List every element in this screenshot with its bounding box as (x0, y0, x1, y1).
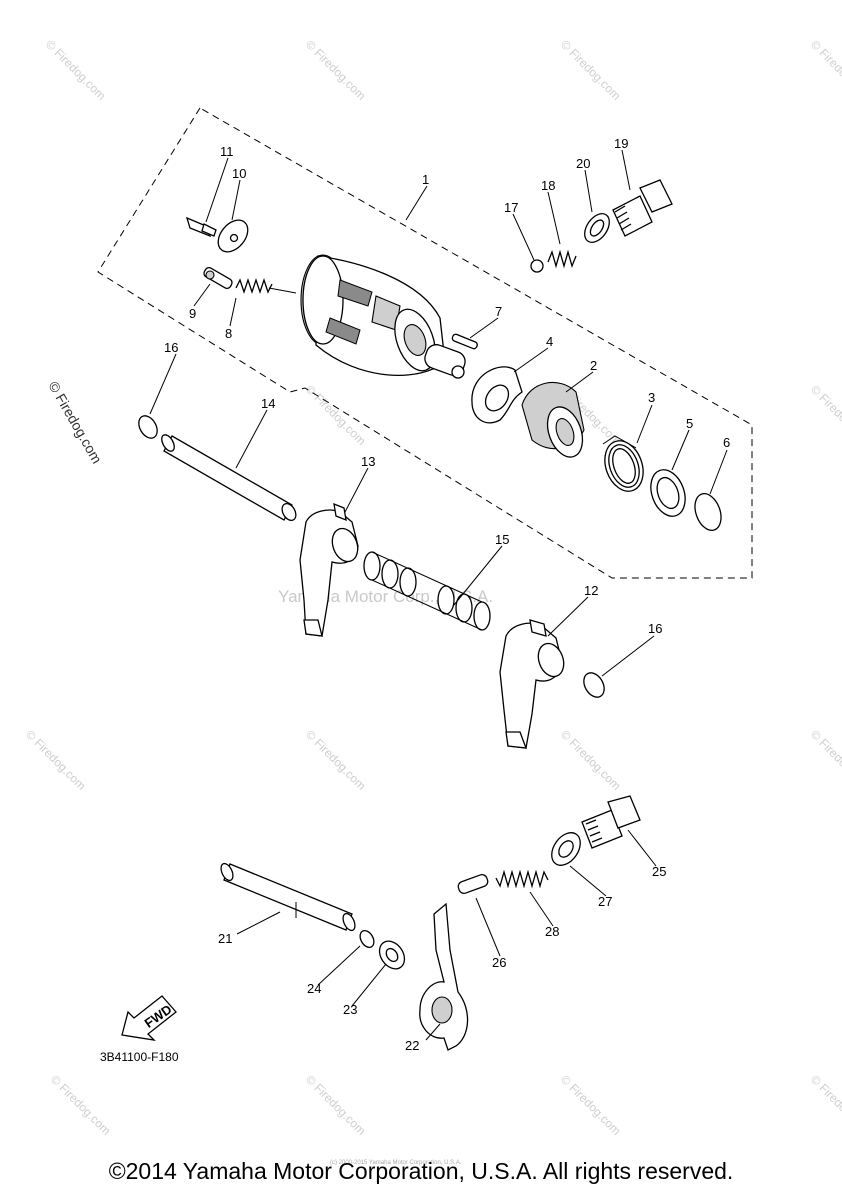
watermark-tile: © Firedog.com (303, 382, 369, 448)
callout-6: 6 (723, 435, 730, 450)
part-16-circlip-right (583, 672, 605, 698)
part-10-plate (217, 219, 249, 253)
part-4-stopper-plate (471, 366, 523, 424)
watermark-tile: © Firedog.com (303, 727, 369, 793)
callout-24: 24 (307, 981, 321, 996)
callout-10: 10 (232, 166, 246, 181)
part-12-shift-fork (499, 619, 565, 749)
part-9-pin (203, 266, 233, 290)
part-17-ball (530, 259, 544, 273)
part-15-spring (363, 551, 491, 631)
part-8-spring (235, 277, 273, 295)
callout-27: 27 (598, 894, 612, 909)
part-24-clip (359, 929, 375, 949)
callout-11: 11 (220, 144, 234, 159)
callout-13: 13 (361, 454, 375, 469)
part-3-torsion-spring (602, 435, 644, 492)
part-27-washer (551, 832, 581, 866)
part-7-pin (451, 333, 478, 350)
part-16-circlip-left (138, 415, 158, 439)
callout-2: 2 (590, 358, 597, 373)
callout-20: 20 (576, 156, 590, 171)
callout-12: 12 (584, 583, 598, 598)
watermark-tile: © Firedog.com (808, 382, 842, 448)
callout-1: 1 (422, 172, 429, 187)
part-25-bolt (581, 795, 641, 849)
part-14-fork-shaft (161, 434, 297, 522)
callout-7: 7 (495, 304, 502, 319)
callout-25: 25 (652, 864, 666, 879)
callout-16-left: 16 (164, 340, 178, 355)
watermark-tile: © Firedog.com (808, 727, 842, 793)
callout-4: 4 (546, 334, 553, 349)
watermark-tile: © Firedog.com (48, 1072, 114, 1138)
part-6-circlip (694, 493, 722, 531)
watermark-tile: © Firedog.com (303, 37, 369, 103)
fwd-arrow-icon: FWD (121, 995, 177, 1041)
watermark-tile: © Firedog.com (558, 37, 624, 103)
part-18-spring (547, 249, 577, 269)
callout-17: 17 (504, 200, 518, 215)
copyright-footer: ©2014 Yamaha Motor Corporation, U.S.A. A… (108, 1158, 734, 1184)
part-20-washer (584, 213, 610, 243)
part-11-screw (185, 216, 217, 238)
footer-small-print: (c) 2000-2015 Yamaha Motor Corporation, … (330, 1160, 462, 1166)
part-26-pin (457, 873, 489, 895)
part-13-shift-fork (299, 502, 359, 637)
watermark-side: © Firedog.com (45, 379, 105, 467)
callout-19: 19 (614, 136, 628, 151)
part-21-lever-shaft (220, 862, 356, 932)
callout-18: 18 (541, 178, 555, 193)
watermark-tile: © Firedog.com (808, 37, 842, 103)
part-19-bolt (612, 179, 673, 237)
callout-5: 5 (686, 416, 693, 431)
watermark-tile: © Firedog.com (43, 37, 109, 103)
callout-22: 22 (405, 1038, 419, 1053)
watermark-tile: © Firedog.com (558, 1072, 624, 1138)
part-5-washer (650, 469, 686, 517)
watermark-tile: © Firedog.com (558, 727, 624, 793)
assembly-boundary (97, 107, 753, 579)
callout-labels: 1 2 3 4 5 6 7 8 9 10 11 12 13 14 15 16 1… (164, 136, 730, 1053)
callout-23: 23 (343, 1002, 357, 1017)
callout-16-right: 16 (648, 621, 662, 636)
part-28-spring (495, 869, 549, 889)
watermark-tile: © Firedog.com (808, 1072, 842, 1138)
part-2-segment (521, 382, 585, 458)
watermark-tile: © Firedog.com (23, 727, 89, 793)
callout-9: 9 (189, 306, 196, 321)
part-23-washer (378, 940, 406, 970)
watermark-tile: © Firedog.com (303, 1072, 369, 1138)
callout-3: 3 (648, 390, 655, 405)
callout-14: 14 (261, 396, 275, 411)
callout-28: 28 (545, 924, 559, 939)
callout-8: 8 (225, 326, 232, 341)
figure-code: 3B41100-F180 (100, 1050, 179, 1064)
leader-lines (149, 149, 728, 1041)
callout-21: 21 (218, 931, 232, 946)
part-22-shift-lever (419, 902, 469, 1051)
callout-26: 26 (492, 955, 506, 970)
shift-drum (268, 254, 466, 379)
callout-15: 15 (495, 532, 509, 547)
